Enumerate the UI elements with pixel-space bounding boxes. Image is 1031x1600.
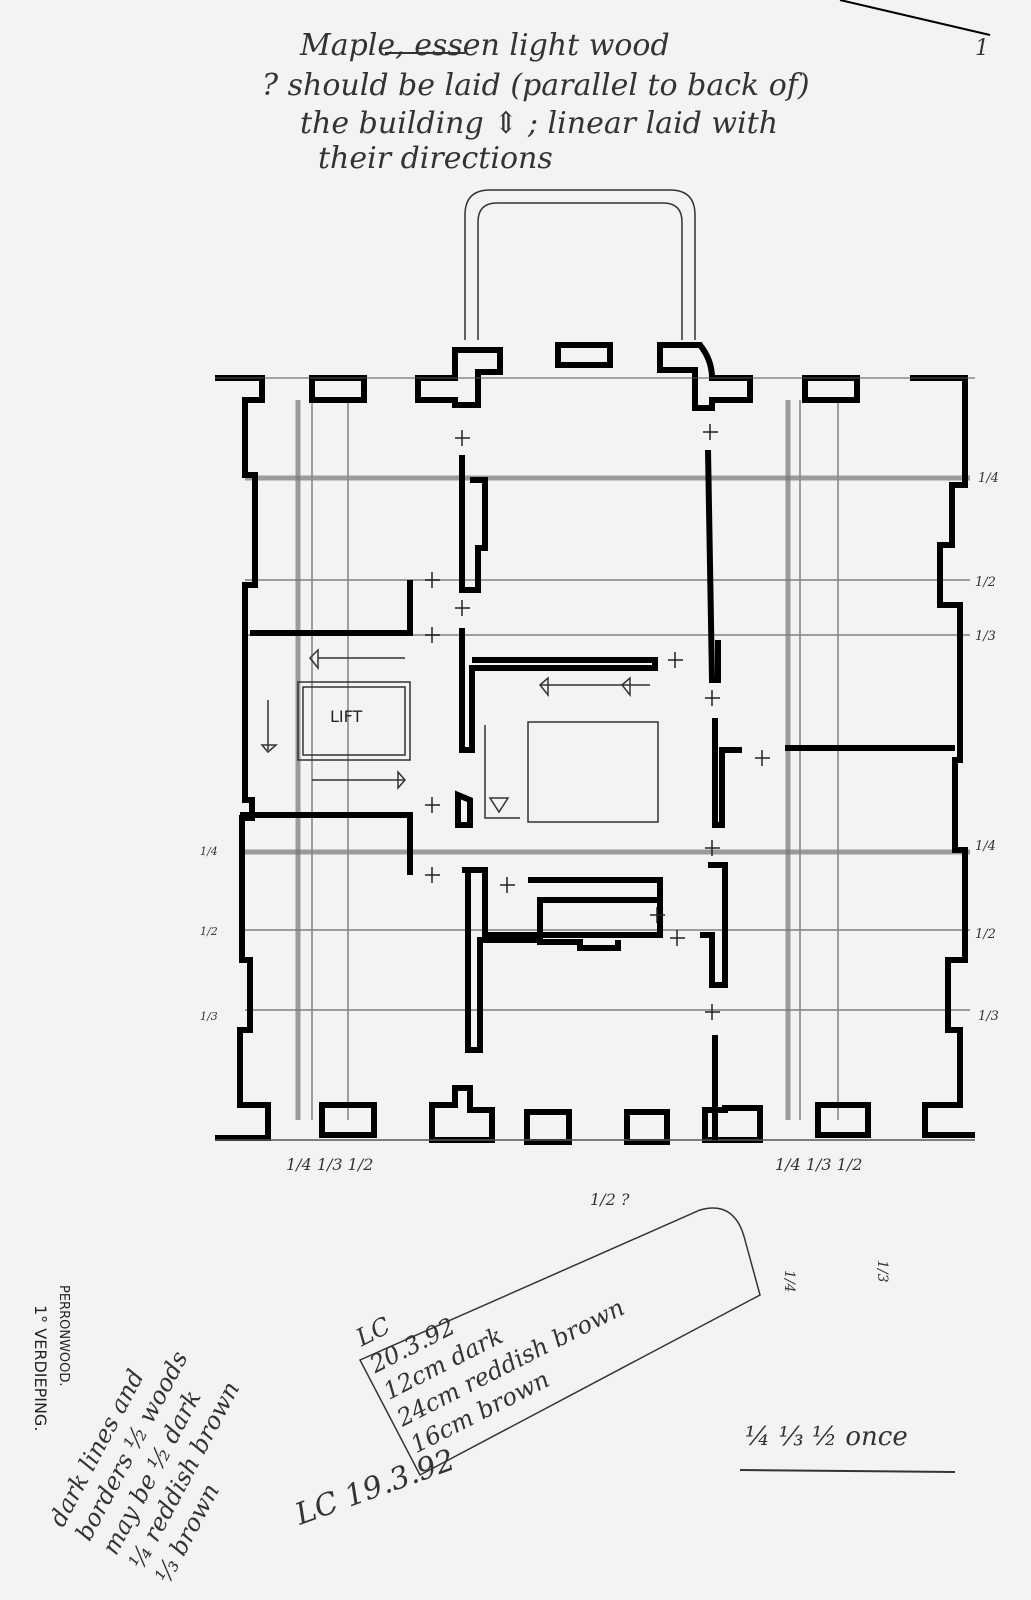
bottom-notes: 1° VERDIEPING. PERRONWOOD. dark lines an… <box>31 1207 956 1587</box>
legend-underline <box>739 1469 956 1473</box>
top-note: Maple, essen light wood ? should be laid… <box>262 0 991 176</box>
exterior-walls <box>215 342 975 1145</box>
fraction-label: 1/3 <box>975 629 996 644</box>
core-details: LIFT <box>260 424 770 1020</box>
stair-void <box>527 721 659 823</box>
signature-date: LC 19.3.92 <box>290 1443 460 1533</box>
wood-label: PERRONWOOD. <box>56 1285 71 1387</box>
fraction-label: 1/2 <box>200 925 218 938</box>
left-note: dark lines and borders ½ woods may be ½ … <box>44 1346 246 1587</box>
fraction-legend: ¼ ⅓ ½ once <box>745 1422 908 1452</box>
floor-label: 1° VERDIEPING. <box>31 1305 50 1431</box>
fraction-label: 1/4 1/3 1/2 <box>286 1155 373 1174</box>
fraction-label: 1/4 <box>781 1270 797 1293</box>
fraction-label: 1/2 <box>975 575 996 590</box>
box-note: LC 20.3.92 12cm dark 24cm reddish brown … <box>351 1293 629 1459</box>
note-line-1: Maple, essen light wood <box>299 28 670 63</box>
floor-bands <box>245 400 970 1120</box>
lift-shaft <box>297 681 411 761</box>
interior-walls <box>240 449 955 1140</box>
fraction-label: 1/2 <box>975 927 996 942</box>
fraction-label: 1/3 <box>874 1260 890 1283</box>
fraction-label: 1/4 <box>978 471 999 486</box>
fraction-label: 1/2 ? <box>590 1190 630 1209</box>
fraction-label: 1/3 <box>200 1010 218 1023</box>
balcony-annex <box>464 189 696 340</box>
fraction-label: 1/3 <box>978 1009 999 1024</box>
note-line-4: their directions <box>318 141 553 176</box>
note-line-3: the building ⇕ ; linear laid with <box>300 106 778 141</box>
note-box <box>358 1207 761 1477</box>
fraction-label: 1/4 <box>200 845 218 858</box>
note-line-2: ? should be laid (parallel to back of) <box>262 68 810 103</box>
sheet-number: 1 <box>975 36 989 61</box>
plan-fractions: 1/4 1/2 1/3 1/4 1/2 1/3 1/4 1/2 1/3 1/4 … <box>200 471 999 1293</box>
lift-label: LIFT <box>330 707 363 726</box>
fraction-label: 1/4 1/3 1/2 <box>775 1155 862 1174</box>
corner-line <box>839 0 991 36</box>
fraction-label: 1/4 <box>975 839 996 854</box>
